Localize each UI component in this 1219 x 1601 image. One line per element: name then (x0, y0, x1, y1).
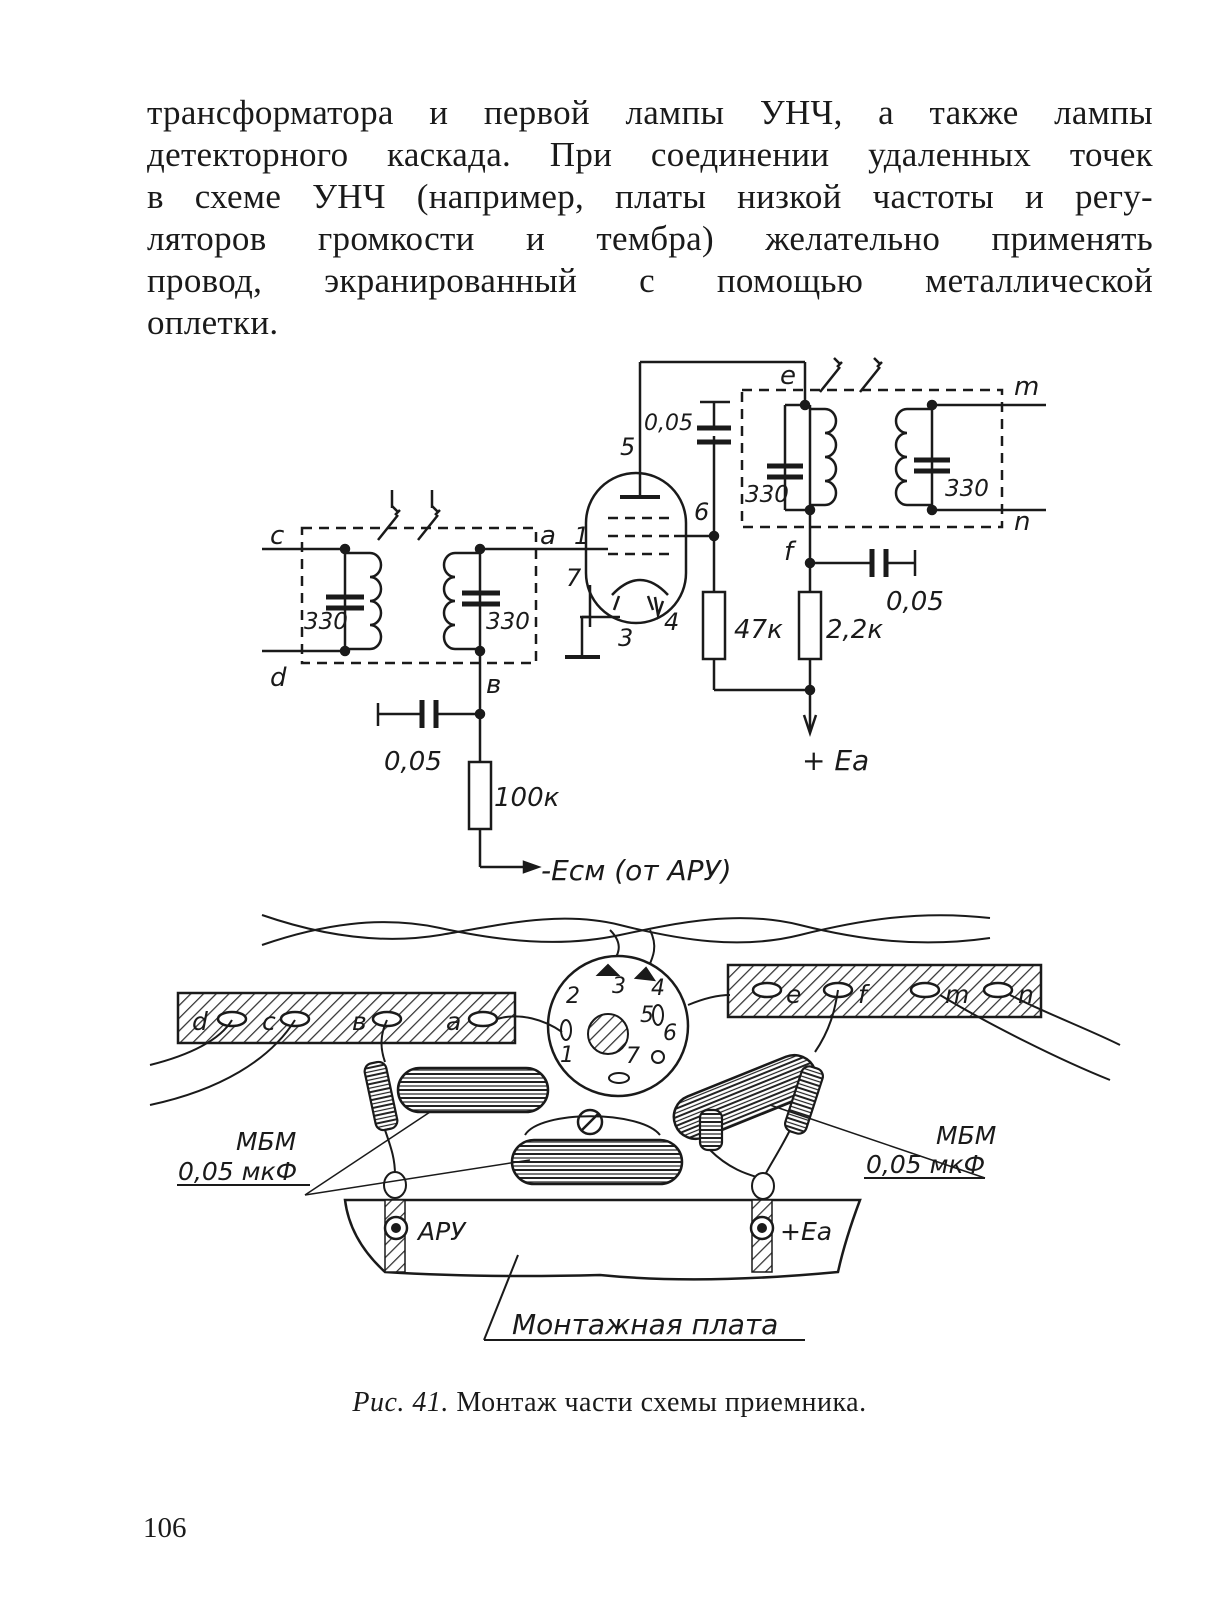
pentode-tube (584, 471, 688, 625)
input-primary-coil (345, 551, 383, 651)
capacitor-mbm (396, 1066, 550, 1114)
input-transformer-shield (300, 526, 538, 665)
input-secondary-coil (442, 551, 480, 651)
body-line: провод, экранированный с помощью металли… (147, 261, 1153, 300)
cap-value-label: 0,05 (384, 747, 442, 777)
body-line: ляторов громкости и тембра) желательно п… (147, 219, 1153, 258)
node-label-m: m (1014, 372, 1039, 402)
wiring-labels: d c в a e f m n 1 2 3 4 5 6 7 МБМ 0,05 м… (178, 974, 1034, 1341)
tuning-arrow-icon (819, 357, 843, 393)
cap-value-label: 330 (486, 609, 530, 635)
body-line: в схеме УНЧ (например, платы низкой част… (147, 177, 1153, 216)
output-primary-coil (810, 407, 838, 507)
resistor-value-label: 47к (734, 615, 783, 645)
socket-pin-7: 7 (626, 1044, 640, 1069)
capacitor-mbm (510, 1138, 684, 1186)
node-label-f: f (784, 537, 797, 567)
bias-label: -Eсм (от АРУ) (541, 854, 732, 887)
pin-label-7: 7 (566, 564, 582, 592)
body-line: детекторного каскада. При соединении уда… (147, 135, 1153, 174)
arrow-icon (522, 860, 542, 874)
body-line: оплетки. (147, 303, 279, 342)
terminal-label-v: в (352, 1007, 367, 1036)
capacitor-value-label: 0,05 мкФ (866, 1150, 985, 1179)
arrow-icon (802, 714, 818, 737)
node-label-v: в (486, 670, 501, 700)
cap-value-label: 0,05 (644, 411, 693, 436)
node-label-n: n (1014, 507, 1030, 537)
pin-label-3: 3 (618, 624, 633, 652)
resistor-47k (701, 590, 727, 661)
capacitor-type-label: МБМ (936, 1121, 996, 1150)
resistor-100k (467, 760, 493, 831)
resistor-value-label: 2,2к (826, 615, 883, 645)
supply-label: + Ea (802, 744, 869, 777)
resistor-small (698, 1108, 724, 1152)
pin-label-5: 5 (620, 433, 635, 461)
schematic-diagram (262, 357, 1046, 874)
wiring-drawing (149, 914, 1121, 1341)
output-secondary-coil (894, 407, 932, 507)
tuning-arrow-icon (417, 505, 441, 541)
board-terminal-label-aru: АРУ (416, 1217, 467, 1246)
socket-pin-5: 5 (640, 1003, 654, 1028)
cap-value-label: 330 (745, 482, 789, 508)
terminal-label-n: n (1018, 980, 1034, 1009)
socket-pin-6: 6 (663, 1021, 677, 1046)
terminal-label-c: c (262, 1007, 276, 1036)
capacitor-value-label: 0,05 мкФ (178, 1157, 297, 1186)
node-label-d: d (270, 663, 287, 693)
mounting-board (343, 1198, 862, 1281)
tuning-arrow-icon (377, 505, 401, 541)
resistor-small (363, 1060, 399, 1132)
socket-pin-4: 4 (651, 976, 665, 1001)
twisted-wire-pair (261, 914, 991, 944)
body-paragraph: трансформатора и первой лампы УНЧ, а так… (147, 92, 1153, 344)
board-terminal-label-ea: +Ea (780, 1217, 832, 1246)
pin-label-4: 4 (664, 608, 679, 636)
terminal-label-e: e (786, 980, 801, 1009)
cap-value-label: 330 (304, 609, 348, 635)
capacitor-type-label: МБМ (236, 1127, 296, 1156)
board-label: Монтажная плата (512, 1308, 778, 1341)
caption-text: Монтаж части схемы приемника. (448, 1387, 867, 1418)
node-label-c: c (270, 521, 284, 551)
tuning-arrow-icon (859, 357, 883, 393)
arrow-icon (653, 596, 665, 620)
body-line: трансформатора и первой лампы УНЧ, а так… (147, 93, 1153, 132)
terminal-label-d: d (192, 1007, 208, 1036)
socket-pin-2: 2 (566, 984, 580, 1009)
terminal-label-m: m (945, 980, 969, 1009)
pin-label-6: 6 (694, 498, 709, 526)
resistor-small (784, 1065, 824, 1135)
resistor-value-label: 100к (494, 783, 560, 813)
page-number: 106 (143, 1512, 187, 1544)
cap-value-label: 330 (945, 476, 989, 502)
node-label-a: a (540, 521, 556, 551)
output-transformer-shield (740, 388, 1004, 529)
pin-label-1: 1 (574, 522, 589, 550)
cap-value-label: 0,05 (886, 587, 944, 617)
terminal-label-a: a (446, 1007, 461, 1036)
socket-pin-3: 3 (612, 974, 626, 999)
socket-pin-1: 1 (560, 1043, 574, 1068)
schematic-labels: c d a в e f m n 1 3 4 5 6 7 330 330 330 … (270, 361, 1039, 887)
resistor-2-2k (797, 590, 823, 661)
node-label-e: e (780, 361, 796, 391)
caption-prefix: Рис. 41. (352, 1387, 449, 1418)
figure-caption: Рис. 41. Монтаж части схемы приемника. (0, 1387, 1219, 1419)
